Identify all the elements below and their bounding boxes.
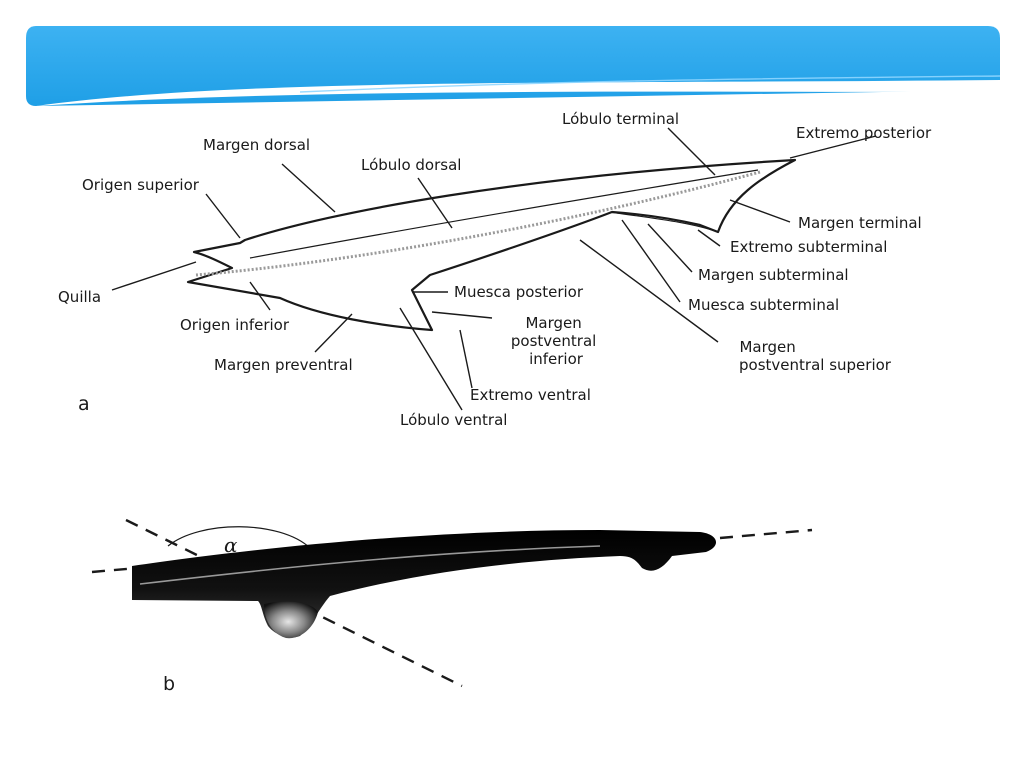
figure-a: Margen dorsal Lóbulo dorsal Lóbulo termi… (58, 110, 932, 429)
label-lobulo-terminal: Lóbulo terminal (562, 110, 679, 128)
silhouette-shine (139, 545, 601, 585)
leader-extremo-posterior (789, 135, 877, 159)
leader-lobulo-ventral (399, 307, 463, 411)
leader-lobulo-terminal (667, 127, 716, 176)
leader-quilla (111, 261, 197, 291)
label-margen-postventral-inferior: Margen postventral inferior (511, 314, 601, 368)
leader-margen-preventral (314, 313, 353, 353)
leader-margen-postventral-superior (579, 239, 719, 343)
label-lobulo-dorsal: Lóbulo dorsal (361, 156, 461, 174)
label-margen-terminal: Margen terminal (798, 214, 922, 232)
label-origen-superior: Origen superior (82, 176, 200, 194)
leader-origen-superior (205, 193, 241, 239)
banner-swoosh (36, 80, 1000, 106)
figure-a-letter: a (78, 393, 90, 415)
leader-margen-subterminal (647, 223, 693, 273)
figure-b: α b (91, 518, 813, 695)
label-origen-inferior: Origen inferior (180, 316, 290, 334)
label-muesca-posterior: Muesca posterior (454, 283, 584, 301)
figure-b-letter: b (163, 673, 175, 695)
title-banner (26, 26, 1001, 106)
banner-highlight (299, 75, 1001, 93)
label-margen-postventral-superior: Margen postventral superior (739, 338, 892, 374)
angle-arc (167, 526, 311, 549)
label-muesca-subterminal: Muesca subterminal (688, 296, 839, 314)
dorsal-lobe-inner-edge (249, 169, 759, 259)
leader-origen-inferior (249, 281, 271, 311)
tooth-silhouette (132, 530, 717, 638)
label-margen-subterminal: Margen subterminal (698, 266, 849, 284)
label-margen-dorsal: Margen dorsal (203, 136, 310, 154)
leader-margen-dorsal (281, 163, 336, 213)
label-margen-preventral: Margen preventral (214, 356, 353, 374)
label-extremo-posterior: Extremo posterior (796, 124, 932, 142)
angle-symbol: α (224, 533, 238, 557)
subterminal-notch-edge (609, 211, 719, 233)
leader-margen-postventral-inferior (431, 311, 493, 319)
leader-lobulo-dorsal (417, 177, 453, 229)
leader-muesca-subterminal (621, 219, 681, 303)
dashed-axis-horizontal-right (719, 528, 813, 540)
leader-extremo-ventral (459, 329, 473, 389)
label-lobulo-ventral: Lóbulo ventral (400, 411, 507, 429)
leader-extremo-subterminal (697, 229, 721, 247)
ventral-lobe-highlight (264, 601, 318, 639)
leader-margen-terminal (729, 199, 791, 223)
label-quilla: Quilla (58, 288, 101, 306)
label-extremo-subterminal: Extremo subterminal (730, 238, 887, 256)
label-extremo-ventral: Extremo ventral (470, 386, 591, 404)
